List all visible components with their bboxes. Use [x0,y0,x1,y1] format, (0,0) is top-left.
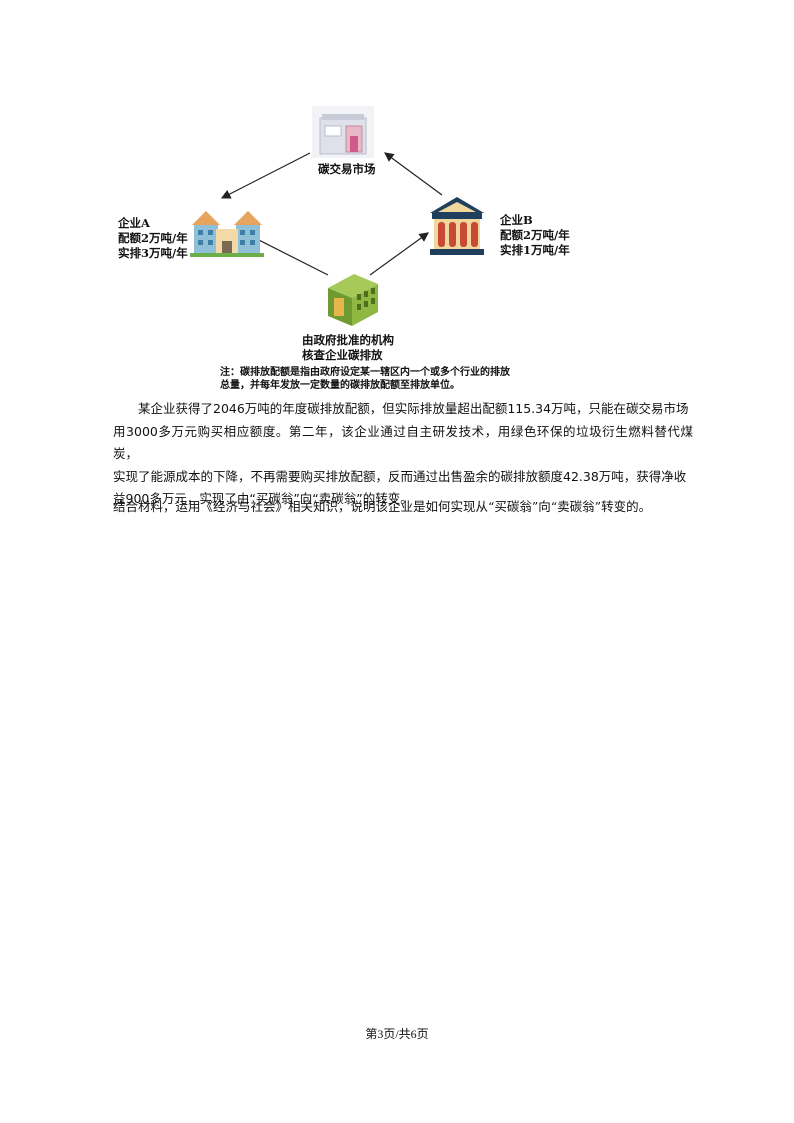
page-footer: 第3页/共6页 [365,1027,429,1041]
government-agency-label: 由政府批准的机构 核查企业碳排放 [302,333,394,363]
paragraph-line-1: 某企业获得了2046万吨的年度碳排放配额，但实际排放量超出配额115.34万吨，… [138,401,689,416]
paragraph-line-2: 用3000多万元购买相应额度。第二年，该企业通过自主研发技术，用绿色环保的垃圾衍… [113,423,693,462]
note-line-2: 总量，并每年发放一定数量的碳排放配额至排放单位。 [220,380,460,391]
company-a-quota: 配额2万吨/年 [118,231,188,245]
government-agency-building-icon [328,274,378,326]
paragraph-line-3: 实现了能源成本的下降，不再需要购买排放配额，反而通过出售盈余的碳排放额度42.3… [113,468,687,484]
gov-line-1: 由政府批准的机构 [302,333,394,347]
company-a-actual: 实排3万吨/年 [118,246,188,260]
diagram-arrows [220,152,443,276]
diagram-note: 注：碳排放配额是指由政府设定某一辖区内一个或多个行业的排放 总量，并每年发放一定… [220,366,510,392]
company-b-quota: 配额2万吨/年 [500,228,570,242]
question-text: 结合材料，运用《经济与社会》相关知识，说明该企业是如何实现从“买碳翁”向“卖碳翁… [113,499,652,514]
company-a-label: 企业A 配额2万吨/年 实排3万吨/年 [118,216,188,261]
material-paragraph: 某企业获得了2046万吨的年度碳排放配额，但实际排放量超出配额115.34万吨，… [113,398,693,511]
arrow-b-to-market [384,152,443,196]
company-a-building-icon [190,211,264,257]
company-b-bank-icon [430,197,484,255]
paragraph-line-4: 益900多万元，实现了由“买碳翁”向“卖碳翁”的转变。 [113,491,413,506]
note-line-1: 注：碳排放配额是指由政府设定某一辖区内一个或多个行业的排放 [220,367,510,378]
company-b-name: 企业B [500,213,533,227]
market-building-icon [312,106,374,158]
company-a-name: 企业A [118,216,150,230]
arrow-gov-to-b [369,232,429,276]
company-b-label: 企业B 配额2万吨/年 实排1万吨/年 [500,213,570,258]
arrow-market-to-a [220,152,311,199]
gov-line-2: 核查企业碳排放 [302,348,383,362]
company-b-actual: 实排1万吨/年 [500,243,570,257]
market-label: 碳交易市场 [318,162,376,176]
